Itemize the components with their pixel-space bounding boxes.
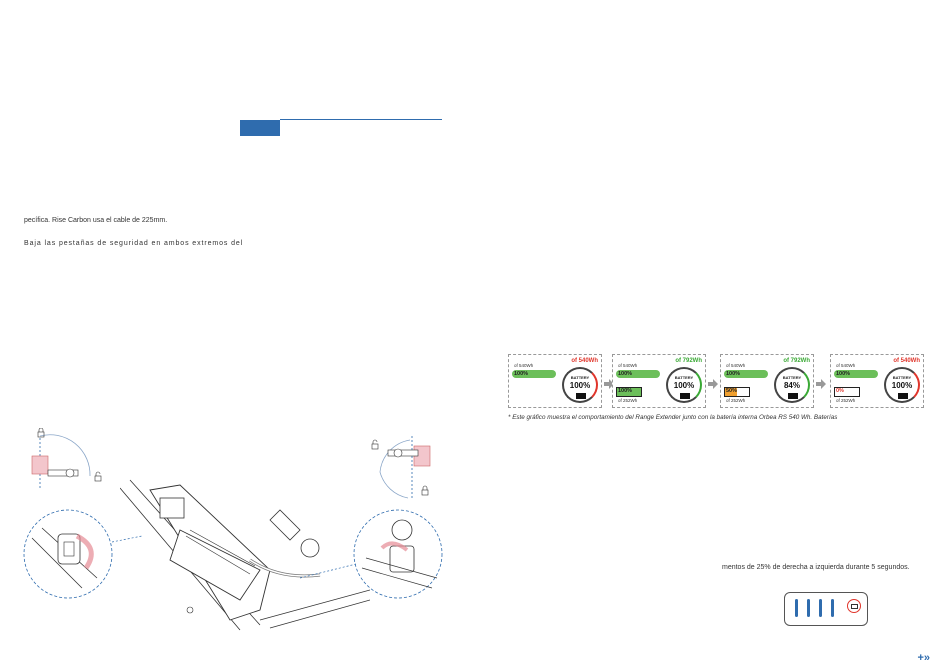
led-indicator	[784, 592, 868, 626]
arrow-right-icon	[604, 376, 614, 389]
power-button-icon[interactable]	[847, 599, 861, 613]
extender-battery-pct: 100%	[618, 388, 633, 394]
gauge-title: BATTERY	[570, 375, 590, 380]
paragraph-safety-tabs-text: Baja las pestañas de seguridad en ambos …	[24, 240, 244, 247]
battery-icon	[680, 393, 690, 399]
led-level	[807, 599, 810, 617]
gauge-percentage: 100%	[891, 381, 913, 390]
led-level	[819, 599, 822, 617]
extender-battery-box	[834, 387, 860, 397]
internal-battery-pct: 100%	[726, 371, 741, 377]
battery-icon	[851, 604, 858, 609]
paragraph-safety-tabs: Baja las pestañas de seguridad en ambos …	[24, 240, 242, 247]
internal-battery-pct: 100%	[514, 371, 529, 377]
led-level	[831, 599, 834, 617]
lock-icon	[37, 428, 45, 438]
internal-battery-bar	[512, 370, 556, 378]
arrow-right-icon	[708, 376, 718, 389]
internal-battery-label: of 540Wh	[618, 363, 638, 368]
battery-icon	[788, 393, 798, 399]
extender-battery-label: of 252Wh	[726, 398, 746, 403]
nav-next-icon[interactable]: +»	[917, 652, 930, 664]
gauge-title: BATTERY	[892, 375, 912, 380]
total-capacity-label: of 792Wh	[783, 358, 810, 364]
zoom-connector-right	[300, 563, 356, 579]
gauge-title: BATTERY	[782, 375, 802, 380]
led-level	[795, 599, 798, 617]
section-rule	[280, 119, 442, 120]
internal-battery-label: of 540Wh	[836, 363, 856, 368]
gauge-percentage: 100%	[673, 381, 695, 390]
internal-battery-label: of 540Wh	[514, 363, 534, 368]
gauge-percentage: 100%	[569, 381, 591, 390]
gauge-title: BATTERY	[674, 375, 694, 380]
extender-battery-fill	[617, 388, 641, 396]
zoom-connector-left	[112, 535, 142, 543]
arrow-right-icon	[816, 376, 826, 389]
total-capacity-label: of 540Wh	[571, 358, 598, 364]
gauge-percentage: 84%	[783, 381, 800, 390]
unlock-icon	[371, 439, 379, 450]
frame-battery-illustration	[120, 479, 370, 631]
battery-icon	[898, 393, 908, 399]
lock-dial-right-diagram	[371, 436, 431, 499]
internal-battery-bar	[616, 370, 660, 378]
internal-battery-pct: 100%	[836, 371, 851, 377]
zoom-circle-left	[23, 509, 113, 599]
zoom-circle-right	[353, 509, 443, 599]
lock-dial-left-diagram	[31, 428, 102, 490]
extender-battery-pct: 0%	[836, 388, 844, 394]
extender-battery-pct: 50%	[726, 388, 738, 394]
internal-battery-bar	[834, 370, 878, 378]
internal-battery-label: of 540Wh	[726, 363, 746, 368]
section-tag	[240, 120, 280, 136]
internal-battery-bar	[724, 370, 768, 378]
led-description: mentos de 25% de derecha a izquierda dur…	[722, 564, 910, 571]
battery-icon	[576, 393, 586, 399]
lock-icon	[421, 485, 429, 496]
paragraph-cable: pecífica. Rise Carbon usa el cable de 22…	[24, 217, 168, 224]
extender-battery-box	[724, 387, 750, 397]
total-capacity-label: of 792Wh	[675, 358, 702, 364]
internal-battery-pct: 100%	[618, 371, 633, 377]
extender-battery-label: of 252Wh	[618, 398, 638, 403]
extender-battery-fill	[725, 388, 737, 396]
unlock-icon	[94, 471, 102, 482]
extender-battery-label: of 252Wh	[836, 398, 856, 403]
chart-caption: * Este gráfico muestra el comportamiento…	[508, 414, 838, 421]
extender-battery-box	[616, 387, 642, 397]
total-capacity-label: of 540Wh	[893, 358, 920, 364]
